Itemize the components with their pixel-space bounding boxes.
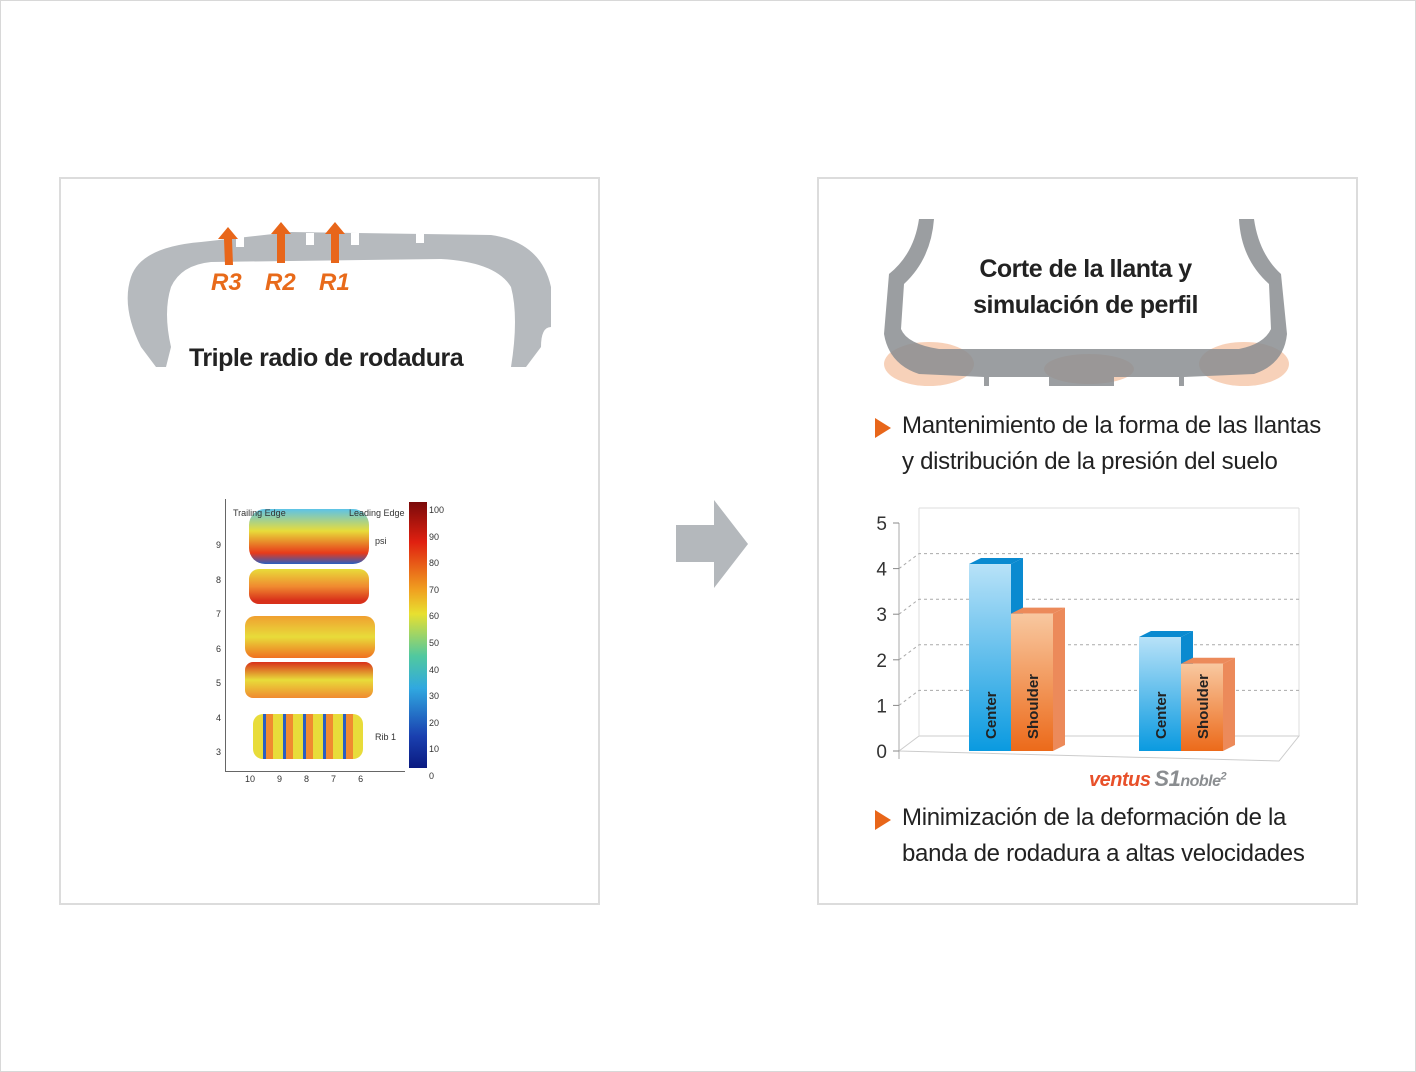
y-tick: 8 xyxy=(216,574,222,585)
heatmap-x-ticks: 10 9 8 7 6 xyxy=(245,774,363,784)
radius-label-r2: R2 xyxy=(265,269,296,296)
gridline xyxy=(898,644,1299,661)
bullet-triangle-icon xyxy=(875,418,891,438)
y-tick-label: 3 xyxy=(876,605,887,626)
x-tick: 9 xyxy=(277,774,283,784)
colorbar-tick: 70 xyxy=(429,584,440,595)
colorbar-tick: 20 xyxy=(429,717,440,728)
arrow-r2-icon xyxy=(271,222,291,263)
heatmap-block xyxy=(253,714,363,759)
y-tick: 6 xyxy=(216,643,222,654)
brand-model: S1 xyxy=(1154,766,1181,791)
colorbar-tick: 50 xyxy=(429,637,440,648)
bar-label: Shoulder xyxy=(1025,674,1042,739)
x-tick: 6 xyxy=(358,774,364,784)
title-line-2: simulación de perfil xyxy=(973,291,1198,319)
left-panel: R3 R2 R1 Triple radio de rodadura Traili… xyxy=(59,177,600,905)
gridline xyxy=(898,553,1299,569)
y-tick: 3 xyxy=(216,747,222,757)
colorbar-tick: 30 xyxy=(429,691,440,702)
right-panel: Corte de la llanta y simulación de perfi… xyxy=(817,177,1358,905)
bullet-1-text: Mantenimiento de la forma de las llantas… xyxy=(902,408,1321,480)
bullet-triangle-icon xyxy=(875,810,891,830)
colorbar-tick: 80 xyxy=(429,558,440,569)
y-tick-label: 2 xyxy=(876,651,887,672)
bullet-2-line-2: banda de rodadura a altas velocidades xyxy=(902,840,1305,867)
arrow-r3-icon xyxy=(218,227,238,265)
colorbar xyxy=(409,502,427,768)
chart-floor xyxy=(898,735,1301,762)
arrow-r1-icon xyxy=(325,222,345,263)
leading-edge-label: Leading Edge xyxy=(349,508,405,518)
colorbar-tick: 60 xyxy=(429,611,440,622)
bullet-1-line-1: Mantenimiento de la forma de las llantas xyxy=(902,412,1321,439)
pressure-heatmap: Trailing Edge Leading Edge psi Rib 1 9 8… xyxy=(213,494,449,784)
y-tick: 5 xyxy=(216,678,222,688)
brand-logo: ventus S1noble2 xyxy=(1089,766,1227,792)
gridline xyxy=(898,598,1299,615)
bar-top xyxy=(1011,607,1065,614)
tire-cross-section-illustration xyxy=(127,232,551,367)
bar-label: Center xyxy=(983,691,1000,739)
bar-center xyxy=(1139,637,1181,751)
y-tick: 4 xyxy=(216,712,222,723)
bar-top xyxy=(1139,631,1193,637)
bar-label: Shoulder xyxy=(1195,674,1212,739)
rib-label: Rib 1 xyxy=(375,732,397,742)
x-tick: 7 xyxy=(331,774,337,784)
heatmap-block xyxy=(245,616,375,658)
title-line-1: Corte de la llanta y xyxy=(979,255,1192,283)
bullet-1-line-2: y distribución de la presión del suelo xyxy=(902,448,1278,475)
bullet-2-text: Minimización de la deformación de la ban… xyxy=(902,800,1305,872)
bar-side xyxy=(1053,607,1065,751)
x-tick: 10 xyxy=(245,774,256,784)
heatmap-y-ticks: 9 8 7 6 5 4 3 xyxy=(216,528,224,770)
y-tick-label: 0 xyxy=(876,742,887,763)
radius-label-r1: R1 xyxy=(319,269,350,296)
heatmap-block xyxy=(249,509,369,564)
left-panel-title: Triple radio de rodadura xyxy=(189,344,464,372)
unit-label: psi xyxy=(375,536,387,546)
bar-side xyxy=(1223,657,1235,751)
bar-top xyxy=(969,558,1023,565)
brand-suffix: noble xyxy=(1180,773,1221,790)
y-tick: 7 xyxy=(216,609,222,619)
gridline xyxy=(898,689,1299,706)
heatmap-block xyxy=(245,662,373,698)
colorbar-tick: 100 xyxy=(429,505,445,515)
y-tick-label: 5 xyxy=(876,514,887,535)
tire-cut-simulation-illustration xyxy=(884,219,1289,386)
colorbar-tick: 90 xyxy=(429,531,440,542)
y-tick: 9 xyxy=(216,540,222,550)
brand-ventus: ventus xyxy=(1089,769,1151,791)
y-tick-label: 1 xyxy=(876,696,887,717)
colorbar-tick: 40 xyxy=(429,664,440,675)
radius-label-r3: R3 xyxy=(211,269,242,296)
bar-label: Center xyxy=(1153,691,1170,739)
x-tick: 8 xyxy=(304,774,310,784)
brand-sup: 2 xyxy=(1220,770,1227,783)
right-panel-title: Corte de la llanta y simulación de perfi… xyxy=(819,251,1352,323)
right-arrow-icon xyxy=(676,500,748,588)
bar-shoulder xyxy=(1011,613,1053,751)
heatmap-block xyxy=(249,569,369,604)
colorbar-ticks: 100 90 80 70 60 50 40 30 20 10 0 xyxy=(429,497,444,790)
bullet-2-line-1: Minimización de la deformación de la xyxy=(902,804,1287,831)
colorbar-tick: 10 xyxy=(429,744,440,755)
bar-center xyxy=(969,564,1011,751)
bar-top xyxy=(1181,657,1235,664)
colorbar-tick: 0 xyxy=(429,770,435,781)
trailing-edge-label: Trailing Edge xyxy=(233,508,286,518)
bar-shoulder xyxy=(1181,663,1223,751)
radius-arrows xyxy=(218,222,345,265)
y-tick-label: 4 xyxy=(876,560,887,581)
